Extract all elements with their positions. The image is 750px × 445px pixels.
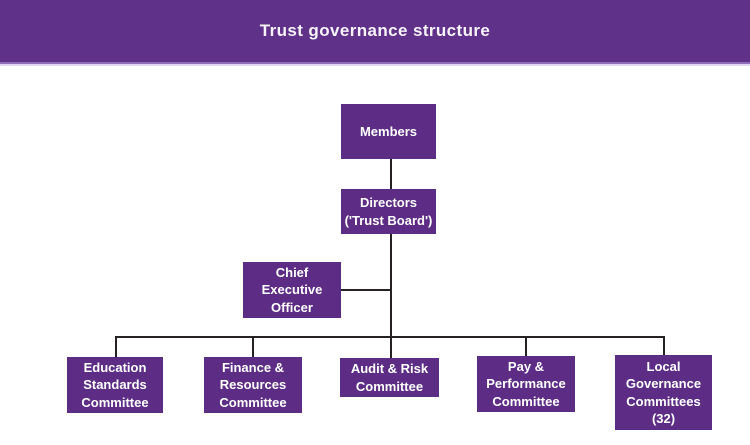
header-bar: Trust governance structure (0, 0, 750, 62)
header-divider-light (0, 64, 750, 66)
org-node-audit-risk-committee: Audit & Risk Committee (340, 358, 439, 397)
connector-drop-local (663, 336, 665, 358)
header-divider-mid (0, 62, 750, 64)
org-node-education-standards-committee: Education Standards Committee (67, 357, 163, 413)
org-node-directors-trust-board: Directors ('Trust Board') (341, 189, 436, 234)
connector-main-vertical (390, 230, 392, 360)
connector-drop-finance (252, 336, 254, 360)
org-node-chief-executive-officer: Chief Executive Officer (243, 262, 341, 318)
connector-bottom-rail (115, 336, 665, 338)
connector-ceo-branch (336, 289, 392, 291)
connector-drop-education (115, 336, 117, 360)
connector-drop-pay (525, 336, 527, 359)
org-node-finance-resources-committee: Finance & Resources Committee (204, 357, 302, 413)
connector-members-directors (390, 155, 392, 195)
org-node-pay-performance-committee: Pay & Performance Committee (477, 356, 575, 412)
page-title: Trust governance structure (259, 21, 491, 40)
org-node-members: Members (341, 104, 436, 159)
org-node-local-governance-committees: Local Governance Committees (32) (615, 355, 712, 430)
